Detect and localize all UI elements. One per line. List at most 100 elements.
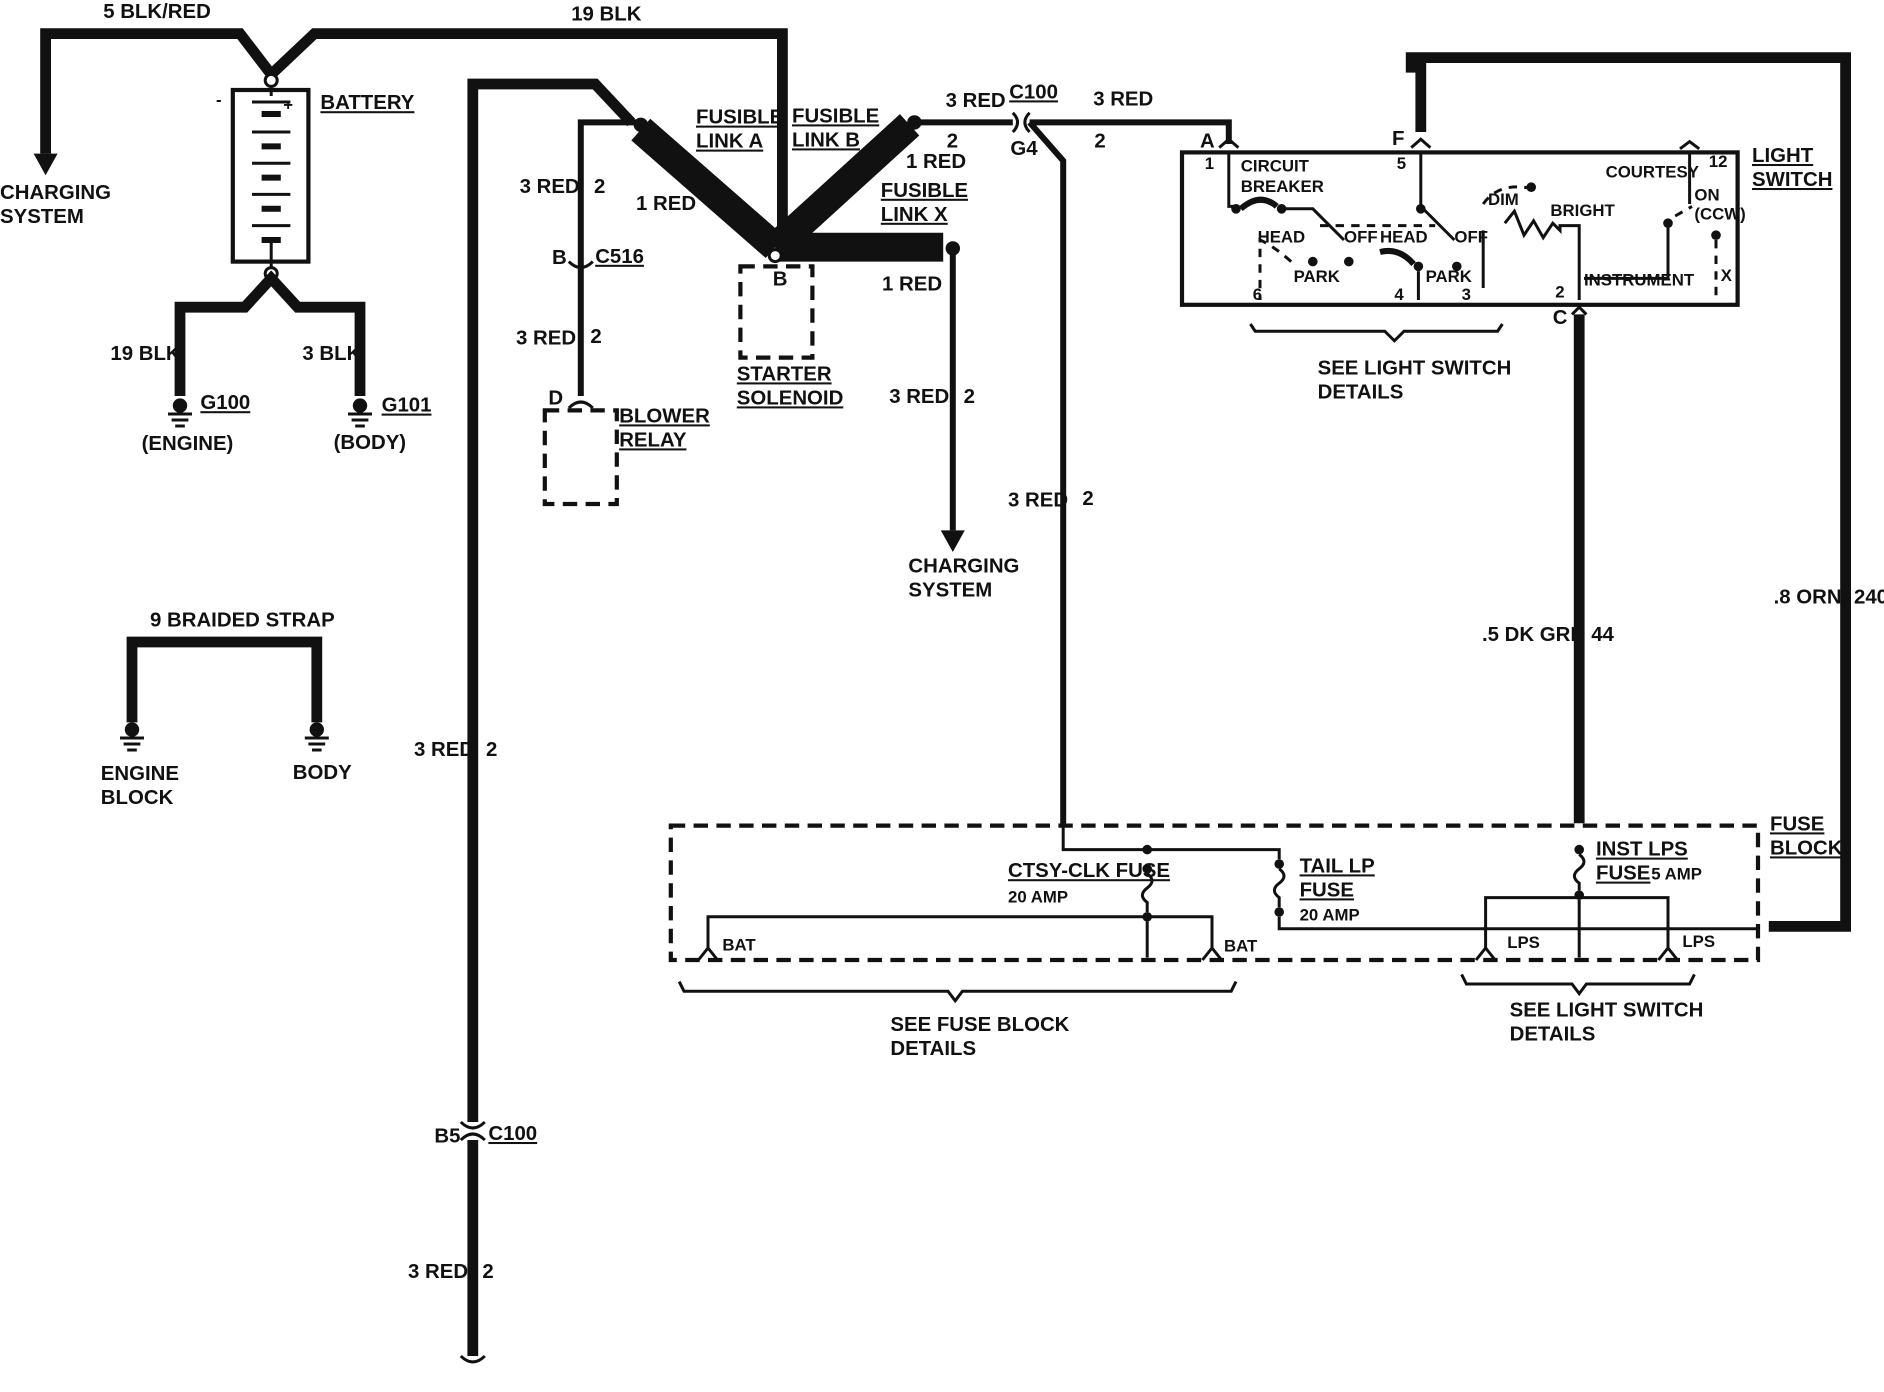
c100-bottom-label: C100 [488,1123,537,1145]
park-2: PARK [1426,267,1472,286]
instrument-label: INSTRUMENT [1584,271,1695,290]
blower-relay-2: RELAY [619,429,687,451]
fusible-link-x-2: LINK X [881,204,948,226]
lps-label-1: LPS [1507,933,1540,952]
c516-label: C516 [595,246,644,268]
tail-lp-fuse-2: FUSE [1300,879,1354,901]
term-2: 2 [1555,283,1564,302]
circuit-240: 240 [1854,587,1884,609]
blower-relay-branch: 3 RED 2 B C516 3 RED 2 D BLOWER RELAY [516,117,710,507]
fuse-block-title-2: BLOCK [1770,837,1843,859]
wire-label-1red-c: 1 RED [882,273,942,295]
off-2: OFF [1454,227,1488,246]
engine-block-1: ENGINE [101,763,179,785]
engine-label: (ENGINE) [142,433,234,455]
circuit-2-bottom: 2 [482,1261,493,1283]
courtesy-label: COURTESY [1606,163,1699,182]
park-1: PARK [1294,267,1340,286]
battery-label: BATTERY [320,92,414,114]
lps-label-2: LPS [1682,932,1715,951]
pin-f: F [1392,128,1404,150]
svg-text:-: - [216,91,222,110]
g4-label: G4 [1010,138,1038,160]
wire-label-3red-right: 3 RED [1093,89,1153,111]
battery: + - BATTERY [216,86,415,282]
fusible-link-b-2: LINK B [792,129,860,151]
pin-c: C [1553,307,1568,329]
inst-lps-fuse-1: INST LPS [1596,839,1688,861]
pin-a: A [1200,131,1215,153]
circuit-2-b: 2 [590,326,601,348]
wire-label-3red-bottom: 3 RED [408,1261,468,1283]
wire-label-dkgrn: .5 DK GRN [1482,624,1585,646]
term-4: 4 [1394,285,1404,304]
ctsy-clk-fuse: CTSY-CLK FUSE [1008,860,1170,882]
wire-label-orn: .8 ORN [1774,587,1842,609]
see-ls-details-top-1: SEE LIGHT SWITCH [1318,357,1512,379]
blower-d-pin: D [548,387,563,409]
light-switch: A F C 1 5 12 6 4 3 2 X LIGHT SWITCH [1179,52,1884,932]
fusible-link-a-2: LINK A [696,131,763,153]
starter-b-pin: B [773,269,788,291]
charging-system-mid-2: SYSTEM [908,579,992,601]
blower-relay-1: BLOWER [619,405,710,427]
charging-branch: 3 RED 2 CHARGING SYSTEM [889,254,1019,601]
ccw-label: (CCW) [1694,205,1745,224]
fusible-links: FUSIBLE LINK A FUSIBLE LINK B FUSIBLE LI… [631,105,968,409]
term-12: 12 [1709,152,1728,171]
braided-strap-label: 9 BRAIDED STRAP [150,609,335,631]
inst-lps-amp: 5 AMP [1651,865,1702,884]
see-fuse-block-details-1: SEE FUSE BLOCK [890,1014,1069,1036]
bat-label-2: BAT [1224,937,1258,956]
starter-solenoid-2: SOLENOID [737,387,844,409]
main-3red-wire: 3 RED 2 B5 C100 3 RED 2 [408,78,636,1364]
term-3: 3 [1462,285,1471,304]
body-paren-label: (BODY) [334,432,407,454]
see-ls-details-bottom-2: DETAILS [1510,1023,1596,1045]
wire-label-3red-2b: 3 RED [516,327,576,349]
battery-wiring: 5 BLK/RED 19 BLK CHARGING SYSTEM [0,1,788,255]
arrow-down-icon [33,153,58,176]
wire-label-3red-main: 3 RED [414,739,474,761]
c516-b-pin: B [552,247,567,269]
arrow-down-icon [940,530,965,552]
see-fuse-block-details-2: DETAILS [890,1038,976,1060]
see-ls-details-bottom-1: SEE LIGHT SWITCH [1510,999,1704,1021]
circuit-2-c: 2 [947,131,958,153]
wire-label-3red-fuse: 3 RED [1008,489,1068,511]
c100-top-label: C100 [1009,81,1058,103]
g100-label: G100 [200,392,250,414]
b5-label: B5 [434,1125,460,1147]
light-switch-title-2: SWITCH [1752,169,1832,191]
fuse-block: FUSE BLOCK CTSY-CLK FUSE 20 AMP TAIL LP … [668,813,1843,1060]
circuit-2-main: 2 [486,739,497,761]
wire-label-1red-b: 1 RED [906,151,966,173]
wire-label-3red-2a: 3 RED [520,176,580,198]
term-x: X [1721,266,1733,285]
term-1: 1 [1205,154,1214,173]
ctsy-clk-amp: 20 AMP [1008,887,1068,906]
head-1: HEAD [1258,227,1306,246]
braided-strap: 9 BRAIDED STRAP ENGINE BLOCK BODY [101,609,352,809]
starter-solenoid-1: STARTER [737,363,832,385]
charging-system-left-2: SYSTEM [0,206,84,228]
engine-block-2: BLOCK [101,787,174,809]
c100-connector-branch: 3 RED 2 C100 G4 3 RED 2 3 RED 2 [914,81,1232,826]
wire-label-3red-charging: 3 RED [889,386,949,408]
fusible-link-x-1: FUSIBLE [881,180,968,202]
tail-lp-amp: 20 AMP [1300,905,1360,924]
wire-label-1red-a: 1 RED [636,193,696,215]
charging-system-left-1: CHARGING [0,182,111,204]
dim-label: DIM [1488,190,1519,209]
light-switch-title-1: LIGHT [1752,145,1814,167]
fuse-block-title-1: FUSE [1770,813,1824,835]
bright-label: BRIGHT [1550,201,1615,220]
circuit-2-h: 2 [1082,488,1093,510]
circuit-breaker-1: CIRCUIT [1241,157,1310,176]
battery-ground: 19 BLK 3 BLK G100 G101 (ENGINE) (BODY) [110,270,431,455]
term-6: 6 [1253,285,1262,304]
svg-text:+: + [283,95,293,114]
circuit-44: 44 [1591,624,1614,646]
see-ls-details-top-2: DETAILS [1318,381,1404,403]
